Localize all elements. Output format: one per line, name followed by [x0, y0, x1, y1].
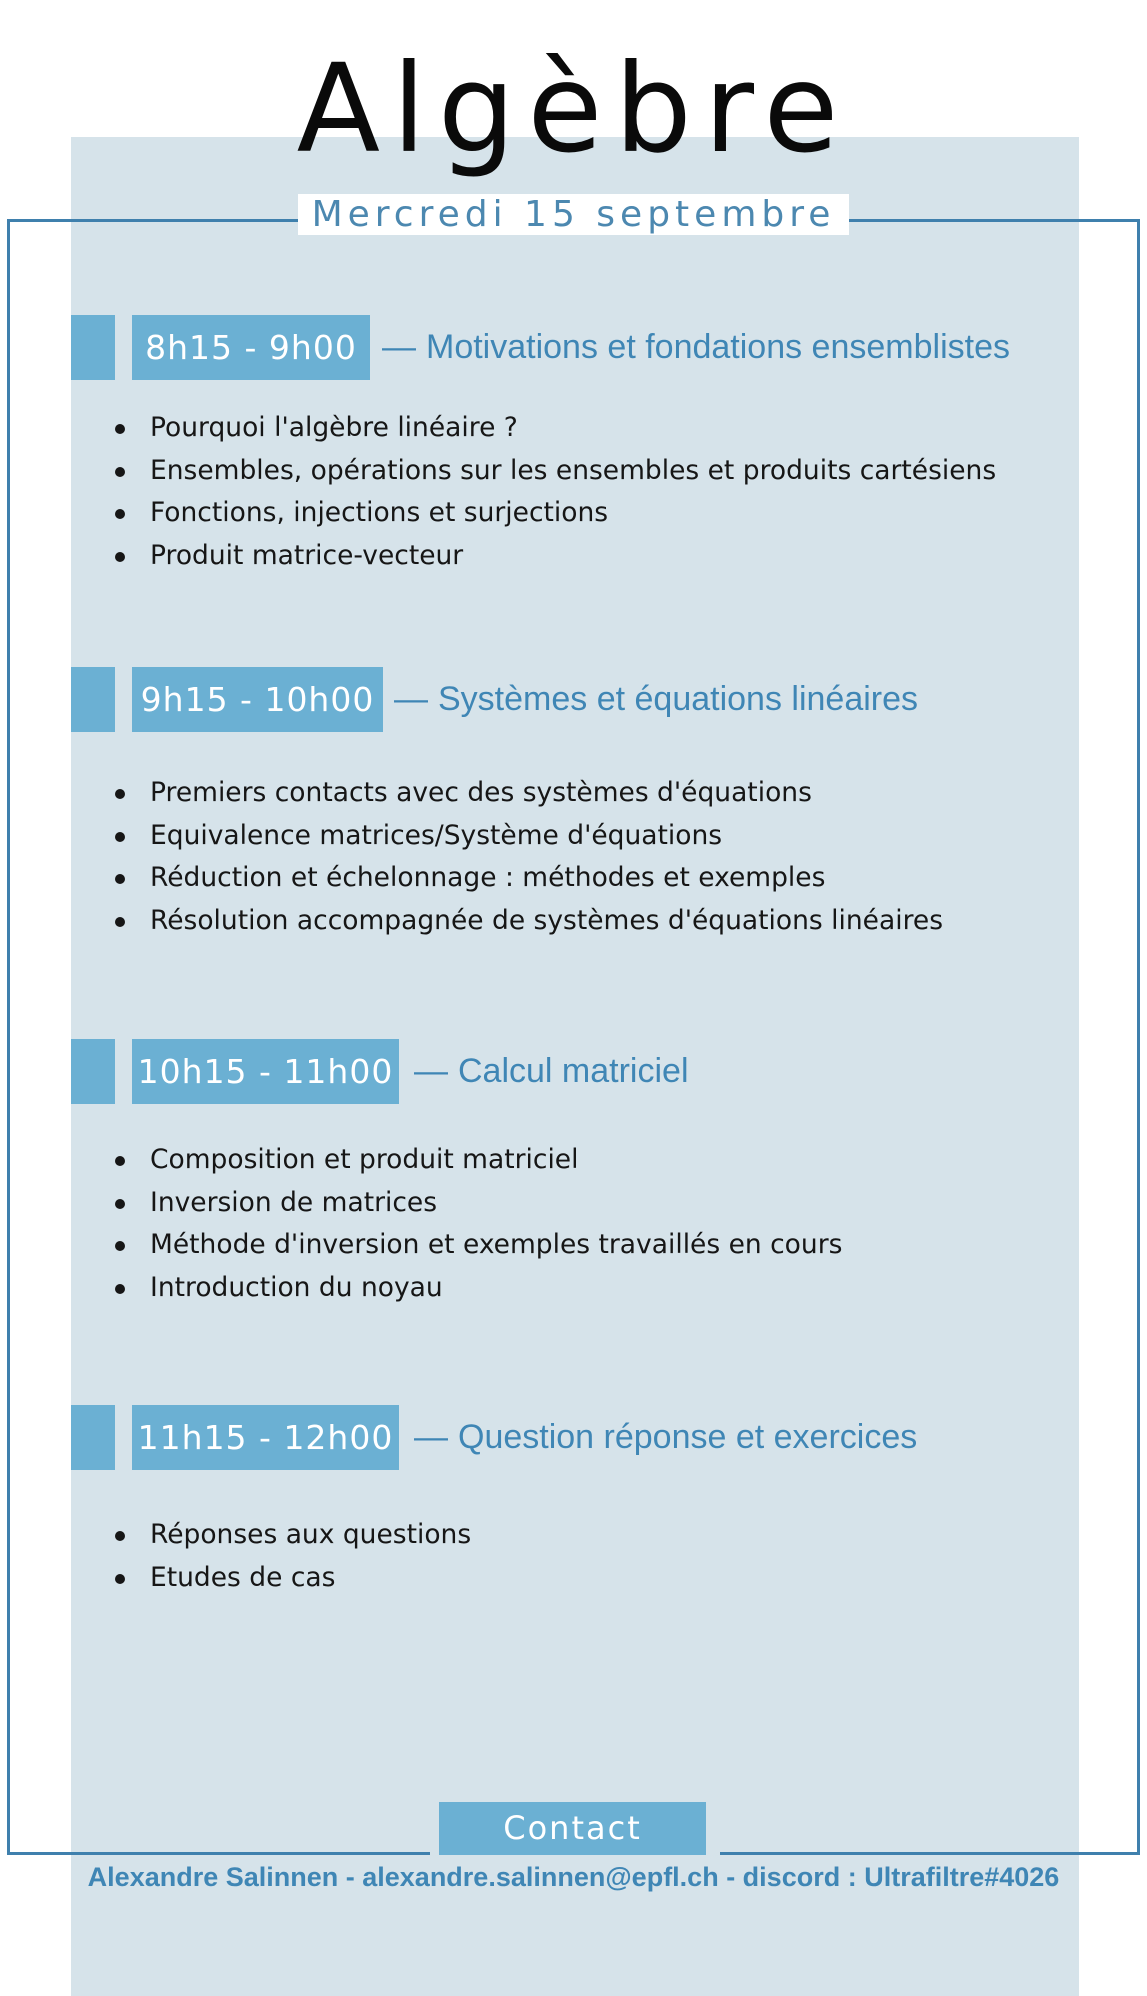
- date-text: Mercredi 15 septembre: [297, 194, 850, 235]
- frame-right: [1137, 219, 1140, 1855]
- list-item: Pourquoi l'algèbre linéaire ?: [113, 407, 996, 450]
- list-item: Fonctions, injections et surjections: [113, 492, 996, 535]
- list-item: Ensembles, opérations sur les ensembles …: [113, 450, 996, 493]
- session-title: Systèmes et équations linéaires: [438, 680, 919, 718]
- frame-bottom-left: [7, 1852, 430, 1855]
- session-2-topics: Premiers contacts avec des systèmes d'éq…: [113, 772, 943, 942]
- heading-dash: —: [382, 328, 416, 366]
- session-marker: [71, 1039, 115, 1104]
- time-badge: 8h15 - 9h00: [132, 315, 370, 380]
- session-4-topics: Réponses aux questions Etudes de cas: [113, 1514, 471, 1599]
- list-item: Résolution accompagnée de systèmes d'équ…: [113, 900, 943, 943]
- session-heading: — Motivations et fondations ensemblistes: [382, 328, 1010, 366]
- list-item: Introduction du noyau: [113, 1267, 842, 1310]
- page-title: Algèbre: [296, 38, 851, 180]
- list-item: Composition et produit matriciel: [113, 1139, 842, 1182]
- session-title: Question réponse et exercices: [458, 1418, 918, 1456]
- heading-dash: —: [394, 680, 428, 718]
- list-item: Etudes de cas: [113, 1557, 471, 1600]
- heading-dash: —: [414, 1418, 448, 1456]
- list-item: Inversion de matrices: [113, 1182, 842, 1225]
- frame-top-left: [7, 219, 305, 222]
- contact-label: Contact: [439, 1802, 706, 1855]
- contact-info: Alexandre Salinnen - alexandre.salinnen@…: [87, 1862, 1060, 1892]
- session-1-topics: Pourquoi l'algèbre linéaire ? Ensembles,…: [113, 407, 996, 577]
- session-marker: [71, 315, 115, 380]
- session-heading: — Calcul matriciel: [414, 1052, 689, 1090]
- frame-bottom-right: [720, 1852, 1140, 1855]
- list-item: Produit matrice-vecteur: [113, 535, 996, 578]
- session-marker: [71, 1405, 115, 1470]
- list-item: Premiers contacts avec des systèmes d'éq…: [113, 772, 943, 815]
- list-item: Méthode d'inversion et exemples travaill…: [113, 1224, 842, 1267]
- session-title: Calcul matriciel: [458, 1052, 689, 1090]
- session-3-topics: Composition et produit matriciel Inversi…: [113, 1139, 842, 1309]
- session-marker: [71, 667, 115, 732]
- time-badge: 11h15 - 12h00: [132, 1405, 399, 1470]
- session-heading: — Systèmes et équations linéaires: [394, 680, 919, 718]
- date-subtitle: Mercredi 15 septembre: [0, 194, 1147, 235]
- session-heading: — Question réponse et exercices: [414, 1418, 918, 1456]
- frame-top-right: [842, 219, 1140, 222]
- list-item: Equivalence matrices/Système d'équations: [113, 815, 943, 858]
- heading-dash: —: [414, 1052, 448, 1090]
- time-badge: 9h15 - 10h00: [132, 667, 383, 732]
- list-item: Réponses aux questions: [113, 1514, 471, 1557]
- list-item: Réduction et échelonnage : méthodes et e…: [113, 857, 943, 900]
- session-title: Motivations et fondations ensemblistes: [426, 328, 1010, 366]
- time-badge: 10h15 - 11h00: [132, 1039, 399, 1104]
- frame-left: [7, 219, 10, 1855]
